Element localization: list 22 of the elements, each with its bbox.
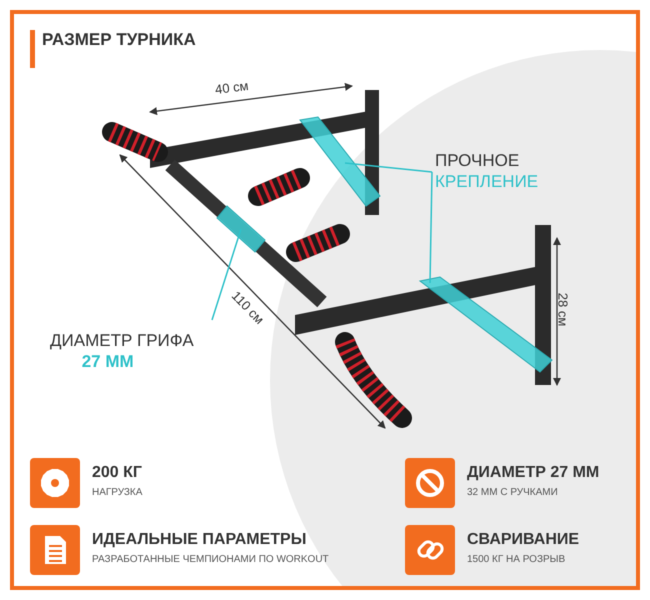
callout-text: 27 ММ xyxy=(80,351,135,372)
dimension-label: 28 см xyxy=(555,292,570,326)
bar-section-highlight xyxy=(216,205,266,253)
leader-line xyxy=(344,162,432,173)
callout-text: ДИАМЕТР ГРИФА xyxy=(50,330,194,351)
feature-heading: ДИАМЕТР 27 ММ xyxy=(467,464,600,482)
feature-description: НАГРУЗКА xyxy=(92,487,142,498)
feature-description: РАЗРАБОТАННЫЕ ЧЕМПИОНАМИ ПО WORKOUT xyxy=(92,554,329,565)
callout-text: КРЕПЛЕНИЕ xyxy=(435,171,538,192)
feature-heading: 200 КГ xyxy=(92,464,142,482)
dimension-label: 40 см xyxy=(214,78,250,97)
feature-heading: ИДЕАЛЬНЫЕ ПАРАМЕТРЫ xyxy=(92,531,306,549)
feature-description: 32 ММ С РУЧКАМИ xyxy=(467,487,558,498)
leader-line xyxy=(211,228,242,320)
title: РАЗМЕР ТУРНИКА xyxy=(42,30,196,50)
feature-heading: СВАРИВАНИЕ xyxy=(467,531,580,549)
mount-highlight xyxy=(299,116,381,207)
callout-text: ПРОЧНОЕ xyxy=(435,150,520,171)
leader-line xyxy=(429,172,433,284)
dimension-label: 110 см xyxy=(228,288,268,328)
feature-description: 1500 КГ НА РОЗРЫВ xyxy=(467,554,566,565)
mount-highlight xyxy=(418,276,553,373)
